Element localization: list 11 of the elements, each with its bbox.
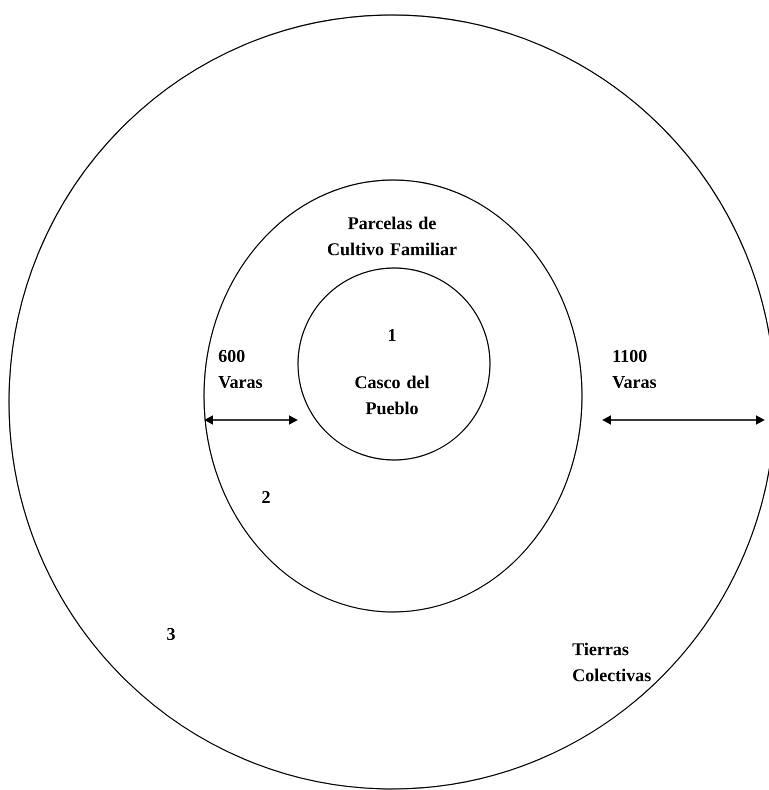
area-label: Parcelas de Cultivo Familiar [328,216,457,256]
area-label: 2 [262,491,270,503]
area-label: 3 [167,628,175,640]
ring-area [203,179,583,613]
dimension-label: 600 Varas [218,350,262,388]
ring-area [297,267,491,461]
area-label: Casco del Pueblo [355,376,430,414]
area-label: Tierras Colectivas [572,642,651,682]
dimension-label: 1100 Varas [612,350,656,388]
area-label: 1 [388,329,396,341]
ring-area [8,14,769,790]
